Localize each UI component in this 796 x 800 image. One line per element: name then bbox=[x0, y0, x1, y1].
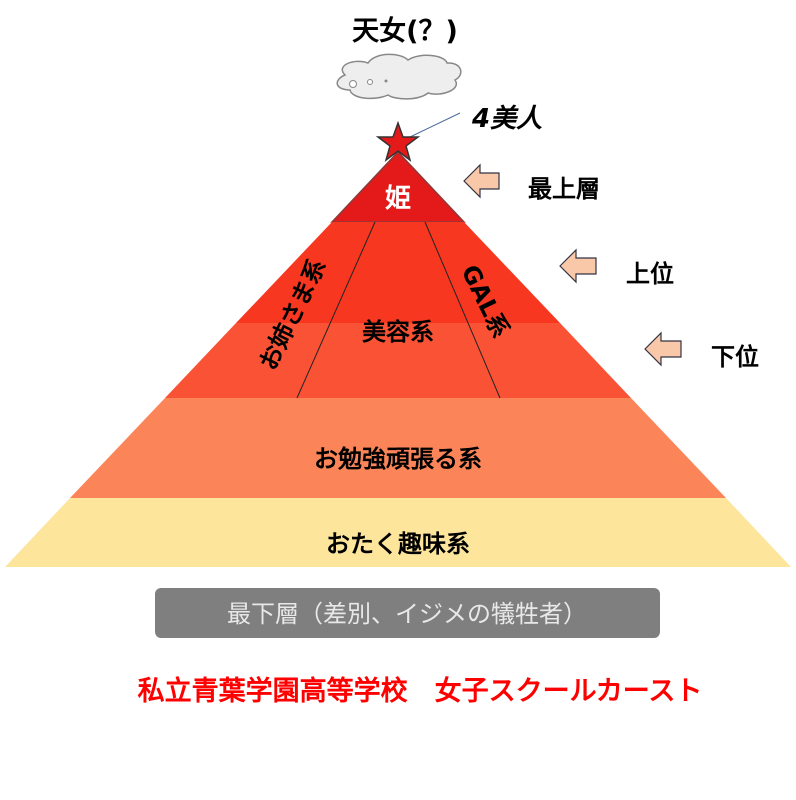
biyou-label: 美容系 bbox=[362, 318, 434, 346]
tennyo-label: 天女(？) bbox=[352, 15, 458, 47]
pointer-line bbox=[409, 112, 461, 138]
diagram-title: 私立青葉学園高等学校 女子スクールカースト bbox=[138, 675, 703, 707]
tier-upper bbox=[236, 222, 560, 323]
arrow-left-icon bbox=[559, 248, 597, 284]
hime-label: 姫 bbox=[385, 184, 411, 214]
bottom-layer-box bbox=[155, 588, 660, 638]
upper-label: 上位 bbox=[626, 260, 674, 288]
tier-lower bbox=[165, 323, 631, 398]
star-icon bbox=[375, 120, 421, 162]
thought-cloud-icon bbox=[336, 53, 462, 100]
lower-label: 下位 bbox=[711, 343, 759, 371]
study-label: お勉強頑張る系 bbox=[314, 445, 482, 473]
divider-right bbox=[424, 221, 501, 399]
tier-otaku bbox=[5, 498, 791, 567]
tier-study bbox=[70, 398, 726, 498]
otaku-label: おたく趣味系 bbox=[326, 530, 470, 558]
arrow-left-icon bbox=[644, 331, 682, 367]
top-layer-label: 最上層 bbox=[528, 175, 600, 203]
four-beauties-label: 4美人 bbox=[471, 104, 542, 134]
arrow-left-icon bbox=[463, 163, 500, 199]
bottom-layer-label: 最下層（差別、イジメの犠牲者） bbox=[227, 600, 587, 628]
divider-left bbox=[296, 221, 376, 399]
